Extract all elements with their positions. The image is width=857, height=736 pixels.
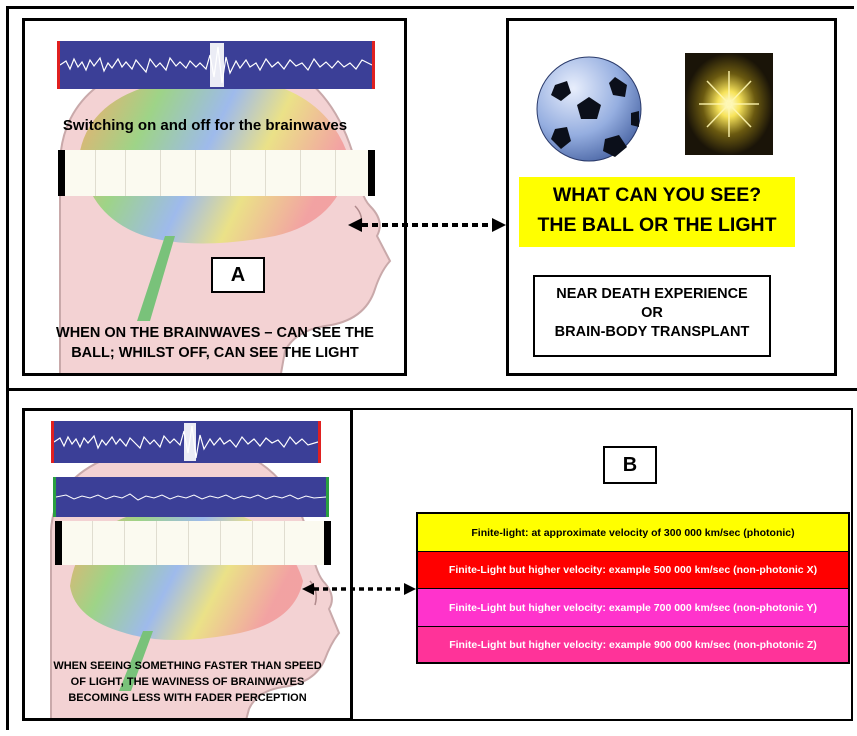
brain-head-illustration xyxy=(59,49,392,373)
brainwave-signal-reduced xyxy=(55,493,327,501)
double-arrow-b xyxy=(302,583,416,595)
scenario-line-1: NEAR DEATH EXPERIENCE xyxy=(556,286,748,302)
panel-a-caption-line-1: WHEN ON THE BRAINWAVES – CAN SEE THE xyxy=(56,325,374,341)
scenario-line-2: OR xyxy=(641,305,663,321)
panel-b-label: B xyxy=(603,446,657,484)
panel-b-caption-line-2: OF LIGHT, THE WAVINESS OF BRAINWAVES xyxy=(70,676,305,688)
section-divider xyxy=(6,388,857,391)
panel-b-caption-line-3: BECOMING LESS WITH FADER PERCEPTION xyxy=(68,692,307,704)
light-burst-icon xyxy=(685,53,773,155)
brainwave-strip-reduced xyxy=(53,477,329,517)
switch-strip xyxy=(58,150,375,196)
panel-a-top-caption: Switching on and off for the brainwaves xyxy=(62,117,348,134)
soccer-ball-icon xyxy=(536,56,642,162)
brainwave-strip-original xyxy=(51,421,321,463)
panel-a-head: Switching on and off for the brainwaves … xyxy=(22,18,407,376)
brainwave-strip xyxy=(57,41,375,89)
velocity-row-2: Finite-Light but higher velocity: exampl… xyxy=(418,551,848,588)
velocity-row-1: Finite-light: at approximate velocity of… xyxy=(418,514,848,551)
velocity-row-3: Finite-Light but higher velocity: exampl… xyxy=(418,588,848,626)
scenario-box: NEAR DEATH EXPERIENCE OR BRAIN-BODY TRAN… xyxy=(533,275,771,357)
brainwave-signal-original xyxy=(53,423,319,461)
outer-frame xyxy=(6,6,854,730)
panel-a-label: A xyxy=(211,257,265,293)
question-highlight xyxy=(519,177,795,247)
panel-a-result: WHAT CAN YOU SEE? THE BALL OR THE LIGHT … xyxy=(506,18,837,376)
velocity-row-4: Finite-Light but higher velocity: exampl… xyxy=(418,626,848,662)
panel-b-caption-line-1: WHEN SEEING SOMETHING FASTER THAN SPEED xyxy=(53,660,322,672)
brainwave-signal xyxy=(59,43,373,87)
switch-strip-b xyxy=(55,521,331,565)
question-line-1: WHAT CAN YOU SEE? xyxy=(552,184,762,206)
double-arrow-a xyxy=(348,218,506,232)
question-line-2: THE BALL OR THE LIGHT xyxy=(537,214,777,236)
velocity-table: Finite-light: at approximate velocity of… xyxy=(416,512,850,664)
panel-b-head: WHEN SEEING SOMETHING FASTER THAN SPEED … xyxy=(22,408,353,721)
scenario-line-3: BRAIN-BODY TRANSPLANT xyxy=(554,324,750,340)
panel-a-caption-line-2: BALL; WHILST OFF, CAN SEE THE LIGHT xyxy=(71,345,359,361)
